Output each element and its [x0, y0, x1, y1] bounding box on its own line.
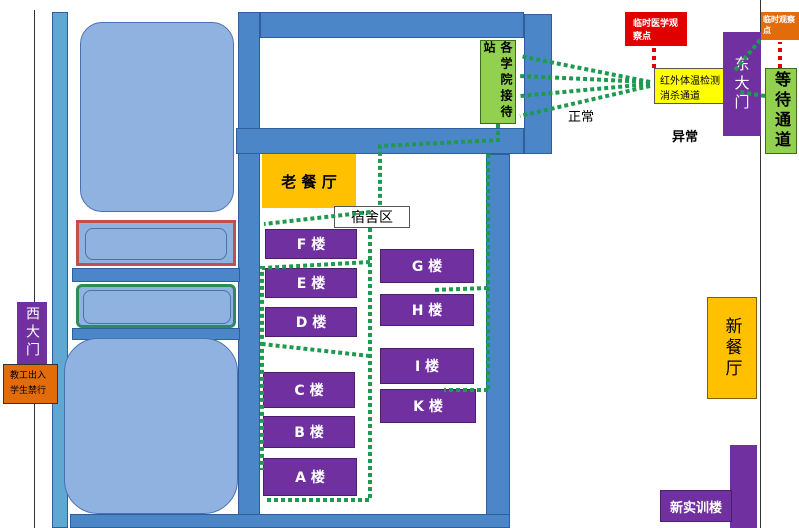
- new-canteen: 新餐厅: [707, 297, 757, 399]
- normal-label: 正常: [568, 110, 595, 125]
- west-gate: 西大门: [17, 302, 47, 364]
- reception-station: 各学院接待站: [480, 40, 516, 124]
- staff-only-sign: 教工出入学生禁行: [3, 364, 58, 404]
- building-d: D 楼: [265, 307, 357, 337]
- building-h: H 楼: [380, 294, 474, 326]
- temperature-check: 红外体温检测消杀通道: [654, 68, 734, 104]
- old-canteen: 老 餐 厅: [262, 154, 356, 208]
- building-e: E 楼: [265, 268, 357, 298]
- dorm-road: [486, 154, 510, 528]
- east-road: [524, 14, 552, 154]
- building-c: C 楼: [263, 372, 355, 408]
- dorm-label: 宿舍区: [334, 206, 410, 228]
- building-f: F 楼: [265, 229, 357, 259]
- court: [76, 220, 236, 266]
- new-training-building: 新实训楼: [660, 490, 732, 522]
- building-i: I 楼: [380, 348, 474, 384]
- training-building-wing: [730, 445, 757, 528]
- north-road: [260, 12, 524, 38]
- court: [76, 284, 236, 328]
- abnormal-label: 异常: [672, 130, 699, 145]
- boundary-line: [760, 0, 761, 528]
- building-g: G 楼: [380, 249, 474, 283]
- field: [80, 22, 234, 212]
- boundary-line: [34, 10, 35, 528]
- building-k: K 楼: [380, 389, 476, 423]
- cross-road: [72, 268, 240, 282]
- stadium: [64, 338, 238, 514]
- temp-obs-point: 临时观察点: [761, 12, 799, 40]
- building-a: A 楼: [263, 458, 357, 496]
- waiting-channel: 等待通道: [765, 68, 797, 154]
- building-b: B 楼: [263, 416, 355, 448]
